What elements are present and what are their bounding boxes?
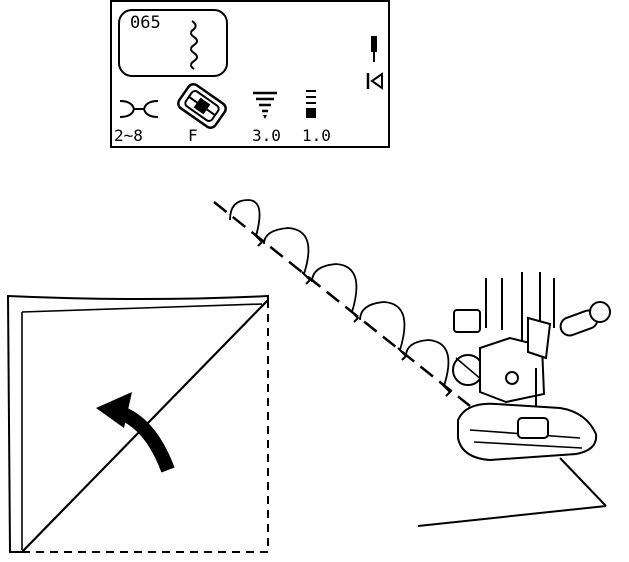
- needle-position-icon: [371, 36, 377, 62]
- dashed-edge: [22, 300, 269, 553]
- stitch-width-value: 3.0: [252, 126, 281, 145]
- presser-foot-icon: [177, 83, 227, 129]
- shell-scallops: [229, 199, 450, 387]
- lock-stitch-icon: [366, 72, 383, 90]
- sewing-machine-foot: [417, 272, 611, 527]
- pattern-selection-box: 065: [118, 9, 228, 77]
- stitch-length-value: 1.0: [302, 126, 331, 145]
- stitch-length-icon: [306, 90, 316, 118]
- lcd-display: 065: [110, 0, 390, 148]
- shell-stitch-icon: [190, 20, 198, 70]
- folded-fabric-illustration: [6, 294, 269, 553]
- stitch-width-icon: [253, 91, 277, 119]
- stitch-range-label: 2~8: [114, 126, 143, 145]
- pattern-number: 065: [130, 13, 161, 33]
- shell-tuck-stitching: [213, 199, 471, 407]
- inner-fold-edge: [21, 303, 263, 550]
- arrow-head: [96, 392, 132, 428]
- zigzag-marks: [253, 233, 452, 397]
- presser-foot-label: F: [188, 126, 198, 145]
- twin-needle-icon: [119, 100, 159, 118]
